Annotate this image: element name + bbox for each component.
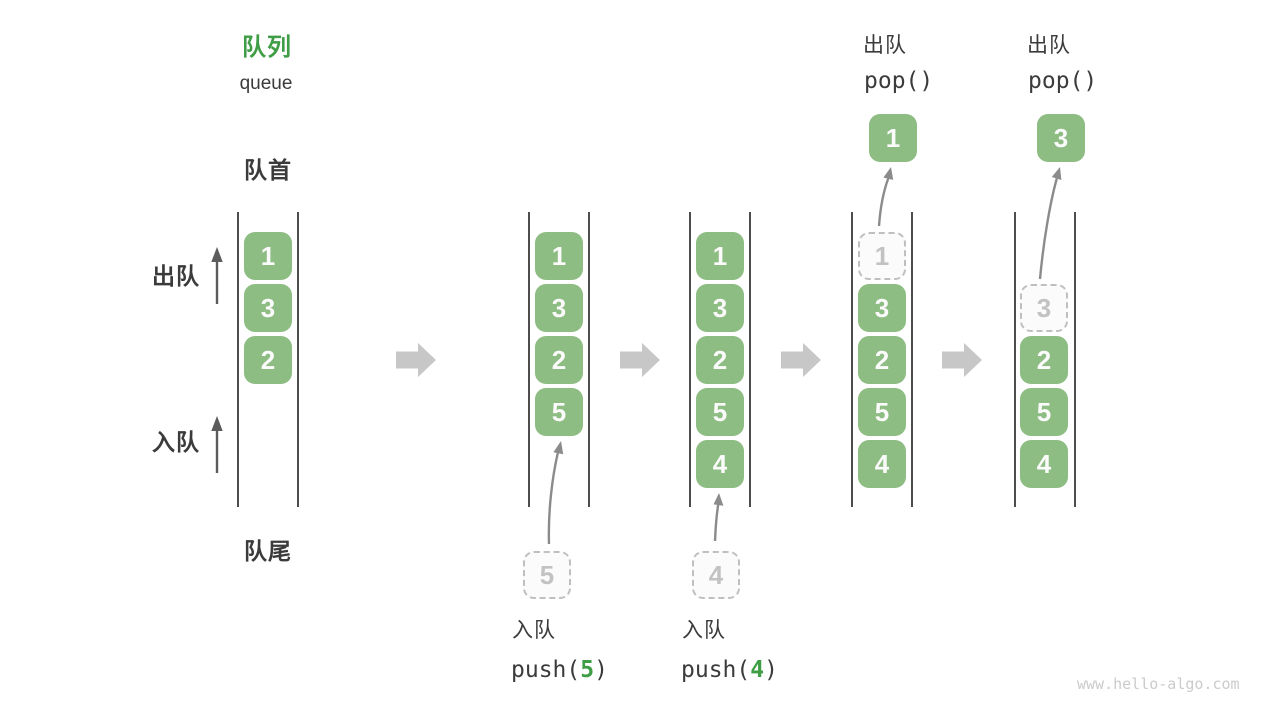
queue-element: 4: [1020, 440, 1068, 488]
push-label: 入队: [512, 619, 556, 642]
pending-element-ghost: 4: [692, 551, 740, 599]
pop-code: pop(): [864, 68, 934, 94]
push-code: push(4): [681, 658, 778, 682]
watermark: www.hello-algo.com: [1077, 675, 1240, 693]
dequeue-direction-arrow-icon: [211, 247, 223, 304]
popped-element: 1: [869, 114, 917, 162]
queue-element: 3: [535, 284, 583, 332]
push-code-close: ): [594, 657, 608, 683]
flow-arrow-icon: [781, 343, 821, 377]
pop-code: pop(): [1028, 68, 1098, 94]
pop-label: 出队: [863, 34, 907, 57]
queue-element: 5: [1020, 388, 1068, 436]
removed-element-ghost: 3: [1020, 284, 1068, 332]
enqueue-side-label: 入队: [152, 429, 200, 455]
queue-element: 4: [696, 440, 744, 488]
push-label: 入队: [682, 619, 726, 642]
queue-element: 5: [858, 388, 906, 436]
push-code-arg: 5: [580, 657, 595, 683]
queue-element: 1: [244, 232, 292, 280]
popped-element: 3: [1037, 114, 1085, 162]
push-code-fn: push(: [681, 657, 751, 683]
queue-front-label: 队首: [244, 157, 292, 183]
queue-element: 1: [696, 232, 744, 280]
push-code-fn: push(: [511, 657, 581, 683]
queue-channel-2: [528, 212, 590, 507]
queue-element: 2: [535, 336, 583, 384]
queue-rear-label: 队尾: [244, 538, 292, 564]
flow-arrow-icon: [942, 343, 982, 377]
page-subtitle: queue: [239, 73, 293, 94]
queue-element: 3: [696, 284, 744, 332]
push-code-arg: 4: [750, 657, 765, 683]
pop-label: 出队: [1027, 34, 1071, 57]
queue-element: 4: [858, 440, 906, 488]
queue-element: 2: [858, 336, 906, 384]
queue-element: 2: [1020, 336, 1068, 384]
queue-element: 3: [244, 284, 292, 332]
removed-element-ghost: 1: [858, 232, 906, 280]
queue-channel-5: [1013, 212, 1076, 507]
push-code: push(5): [511, 658, 608, 682]
push-code-close: ): [764, 657, 778, 683]
dequeue-side-label: 出队: [152, 263, 200, 289]
queue-element: 5: [535, 388, 583, 436]
queue-element: 2: [696, 336, 744, 384]
queue-element: 2: [244, 336, 292, 384]
queue-channel-1: [237, 212, 299, 507]
queue-channel-3: [689, 212, 751, 507]
queue-element: 5: [696, 388, 744, 436]
flow-arrow-icon: [620, 343, 660, 377]
queue-element: 1: [535, 232, 583, 280]
enqueue-direction-arrow-icon: [211, 416, 223, 473]
flow-arrow-icon: [396, 343, 436, 377]
queue-element: 3: [858, 284, 906, 332]
pending-element-ghost: 5: [523, 551, 571, 599]
page-title: 队列: [242, 34, 292, 61]
queue-channel-4: [850, 212, 913, 507]
